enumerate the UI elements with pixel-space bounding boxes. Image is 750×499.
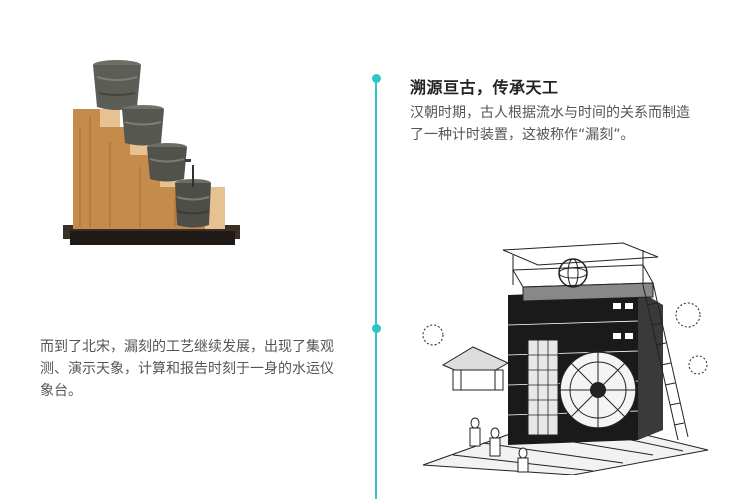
clepsydra-image xyxy=(63,60,240,245)
timeline-dot xyxy=(371,74,381,83)
timeline-line xyxy=(375,78,377,499)
timeline-dot xyxy=(371,324,381,333)
section-heading: 溯源亘古，传承天工 xyxy=(410,78,559,97)
astronomical-clock-tower-image xyxy=(422,242,709,475)
section-text: 而到了北宋，漏刻的工艺继续发展，出现了集观测、演示天象，计算和报告时刻于一身的水… xyxy=(40,339,334,399)
section-text: 汉朝时期，古人根据流水与时间的关系而制造了一种计时装置，这被称作“漏刻”。 xyxy=(410,105,690,143)
